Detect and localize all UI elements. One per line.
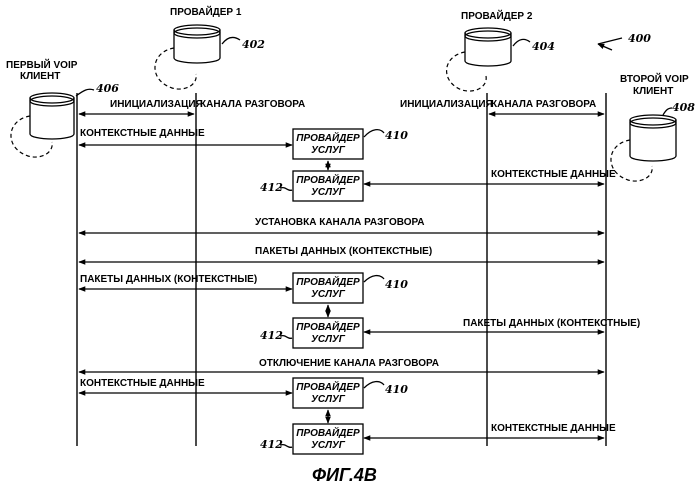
service-block-3: КОНТЕКСТНЫЕ ДАННЫЕ ПРОВАЙДЕР УСЛУГ 410 П… <box>79 378 616 454</box>
msg-init-2: ИНИЦИАЛИЗАЦИЯ <box>400 99 493 110</box>
svg-text:УСЛУГ: УСЛУГ <box>311 394 346 405</box>
svg-text:УСЛУГ: УСЛУГ <box>311 187 346 198</box>
provider-1: ПРОВАЙДЕР 1 402 <box>155 5 265 89</box>
svg-text:УСЛУГ: УСЛУГ <box>311 334 346 345</box>
client-2-label-line1: ВТОРОЙ VOIP <box>620 72 689 85</box>
svg-text:ПРОВАЙДЕР: ПРОВАЙДЕР <box>296 380 360 393</box>
msg-packets-right: ПАКЕТЫ ДАННЫХ (КОНТЕКСТНЫЕ) <box>463 318 640 329</box>
msg-ctx-left-1: КОНТЕКСТНЫЕ ДАННЫЕ <box>80 128 205 139</box>
service-block-1: КОНТЕКСТНЫЕ ДАННЫЕ ПРОВАЙДЕР УСЛУГ 410 П… <box>79 128 616 201</box>
msg-chan-2: КАНАЛА РАЗГОВОРА <box>491 99 596 110</box>
provider-1-ref: 402 <box>242 38 265 51</box>
ref-410-2: 410 <box>385 278 408 291</box>
client-2-ref: 408 <box>672 101 695 114</box>
provider-2-ref: 404 <box>532 40 555 53</box>
provider-2-label: ПРОВАЙДЕР 2 <box>461 9 533 22</box>
msg-setup: УСТАНОВКА КАНАЛА РАЗГОВОРА <box>255 217 424 228</box>
client-2-label-line2: КЛИЕНТ <box>633 86 673 97</box>
msg-chan-1: КАНАЛА РАЗГОВОРА <box>200 99 305 110</box>
svg-text:УСЛУГ: УСЛУГ <box>311 289 346 300</box>
provider-1-label: ПРОВАЙДЕР 1 <box>170 5 242 18</box>
ref-410-3: 410 <box>385 383 408 396</box>
figure-caption: ФИГ.4В <box>312 465 377 485</box>
client-1-ref: 406 <box>96 82 119 95</box>
msg-ctx-right-2: КОНТЕКСТНЫЕ ДАННЫЕ <box>491 423 616 434</box>
ref-410-1: 410 <box>385 129 408 142</box>
svg-text:ПРОВАЙДЕР: ПРОВАЙДЕР <box>296 275 360 288</box>
provider-2: ПРОВАЙДЕР 2 404 <box>447 9 555 91</box>
msg-ctx-right-1: КОНТЕКСТНЫЕ ДАННЫЕ <box>491 169 616 180</box>
msg-packets-left: ПАКЕТЫ ДАННЫХ (КОНТЕКСТНЫЕ) <box>80 274 257 285</box>
svg-text:ПРОВАЙДЕР: ПРОВАЙДЕР <box>296 320 360 333</box>
svg-text:ПРОВАЙДЕР: ПРОВАЙДЕР <box>296 426 360 439</box>
client-1-label-line1: ПЕРВЫЙ VOIP <box>6 58 78 71</box>
figure-ref: 400 <box>628 32 651 45</box>
msg-disconnect: ОТКЛЮЧЕНИЕ КАНАЛА РАЗГОВОРА <box>259 358 439 369</box>
client-1: ПЕРВЫЙ VOIP КЛИЕНТ 406 <box>6 58 119 157</box>
figure-ref-arrow <box>598 44 612 50</box>
msg-init-1: ИНИЦИАЛИЗАЦИЯ <box>110 99 203 110</box>
service-block-2: ПАКЕТЫ ДАННЫХ (КОНТЕКСТНЫЕ) ПРОВАЙДЕР УС… <box>79 273 640 348</box>
svg-text:УСЛУГ: УСЛУГ <box>311 145 346 156</box>
client-1-label-line2: КЛИЕНТ <box>20 71 60 82</box>
msg-packets-all: ПАКЕТЫ ДАННЫХ (КОНТЕКСТНЫЕ) <box>255 246 432 257</box>
client-2: ВТОРОЙ VOIP КЛИЕНТ 408 <box>611 72 695 181</box>
svg-text:ПРОВАЙДЕР: ПРОВАЙДЕР <box>296 173 360 186</box>
msg-ctx-left-2: КОНТЕКСТНЫЕ ДАННЫЕ <box>80 378 205 389</box>
ref-412-3: 412 <box>260 438 283 451</box>
ref-412-2: 412 <box>260 329 283 342</box>
svg-text:ПРОВАЙДЕР: ПРОВАЙДЕР <box>296 131 360 144</box>
svg-text:УСЛУГ: УСЛУГ <box>311 440 346 451</box>
figure-ref-leader <box>598 38 622 44</box>
ref-412-1: 412 <box>260 181 283 194</box>
